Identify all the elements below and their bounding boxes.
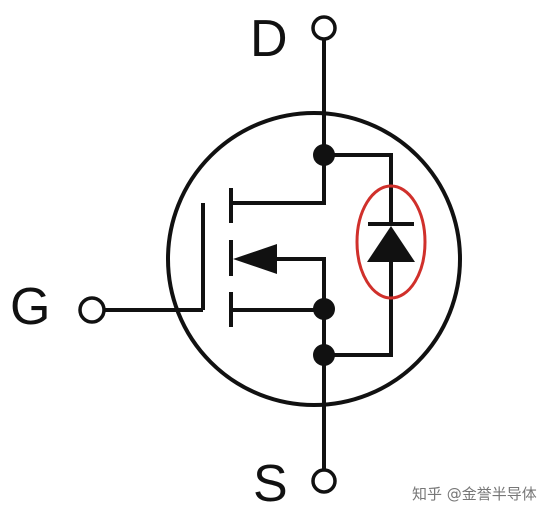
diode-bottom-wire: [324, 262, 393, 357]
source-label: S: [253, 455, 288, 513]
watermark-text: 知乎 @金誉半导体: [412, 485, 537, 503]
body-connection: [277, 257, 326, 312]
gate-terminal-pin: [78, 296, 106, 324]
drain-label: D: [250, 10, 288, 68]
gate-label: G: [10, 278, 50, 336]
body-arrow-icon: [233, 244, 277, 274]
diode-top-wire: [324, 153, 393, 222]
diode-highlight-ellipse: [355, 184, 427, 300]
body-diode-icon: [367, 222, 415, 262]
junction-dot-source-diode: [313, 344, 335, 366]
junction-dot-source-body: [313, 298, 335, 320]
junction-dot-drain: [313, 144, 335, 166]
package-outline-circle: [166, 111, 462, 407]
drain-terminal-pin: [311, 15, 337, 41]
source-terminal-pin: [311, 468, 337, 494]
